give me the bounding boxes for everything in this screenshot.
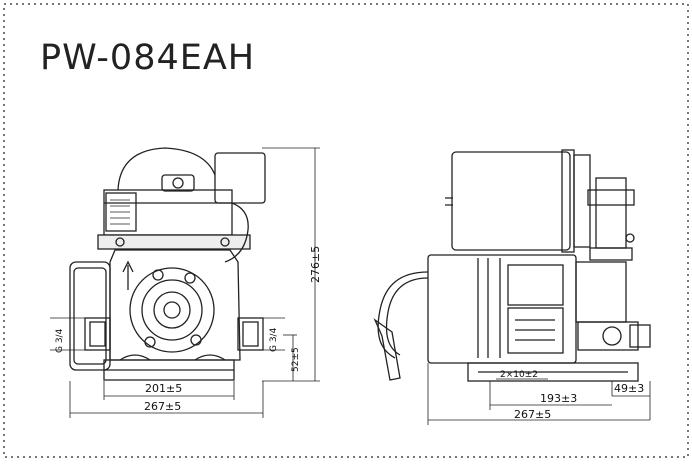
side-view-pump [373,149,651,382]
base-length-label: 193±3 [540,392,577,405]
model-title: PW-084EAH [40,38,256,78]
dotted-border [3,3,689,458]
inlet-thread-label: G 3/4 [55,328,65,353]
front-dimension-lines [50,147,320,418]
front-base-height-label: 52±5 [291,347,301,372]
front-overall-width-label: 267±5 [144,400,181,413]
front-height-label: 276±5 [309,246,322,283]
outlet-offset-label: 49±3 [614,382,644,395]
front-view-pump [69,147,266,381]
side-overall-length-label: 267±5 [514,408,551,421]
mount-holes-label: 2×10±2 [500,370,538,380]
outlet-thread-label: G 3/4 [269,327,279,352]
foot-width-label: 201±5 [145,382,182,395]
side-dimension-lines [427,363,651,425]
